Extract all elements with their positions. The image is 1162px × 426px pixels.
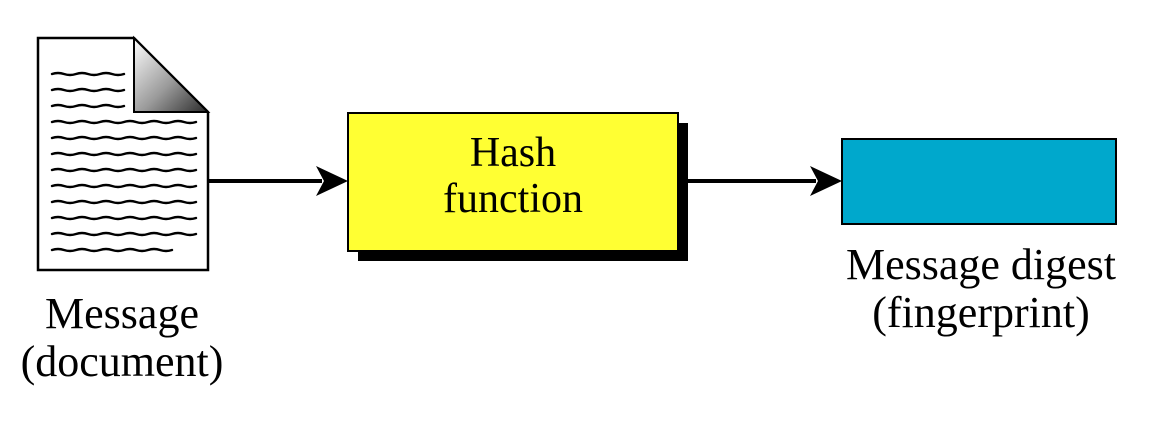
hash-function-box [347,112,688,261]
arrow-to-hash [208,166,348,196]
document-text-lines [50,71,198,253]
message-digest-label-line1: Message digest [845,240,1117,289]
document-icon [36,35,211,272]
digest-box [841,138,1117,225]
arrow-to-digest [688,166,842,196]
message-label: Message (document) [0,290,244,386]
hash-function-label: Hash function [350,130,676,222]
hash-box-body [347,112,679,252]
hash-function-label-line1: Hash [469,130,557,176]
hash-function-label-line2: function [443,176,583,222]
message-digest-label-line2: (fingerprint) [872,288,1090,337]
message-label-line2: (document) [20,337,224,386]
message-label-line1: Message [45,289,199,338]
message-digest-label: Message digest (fingerprint) [800,241,1162,337]
